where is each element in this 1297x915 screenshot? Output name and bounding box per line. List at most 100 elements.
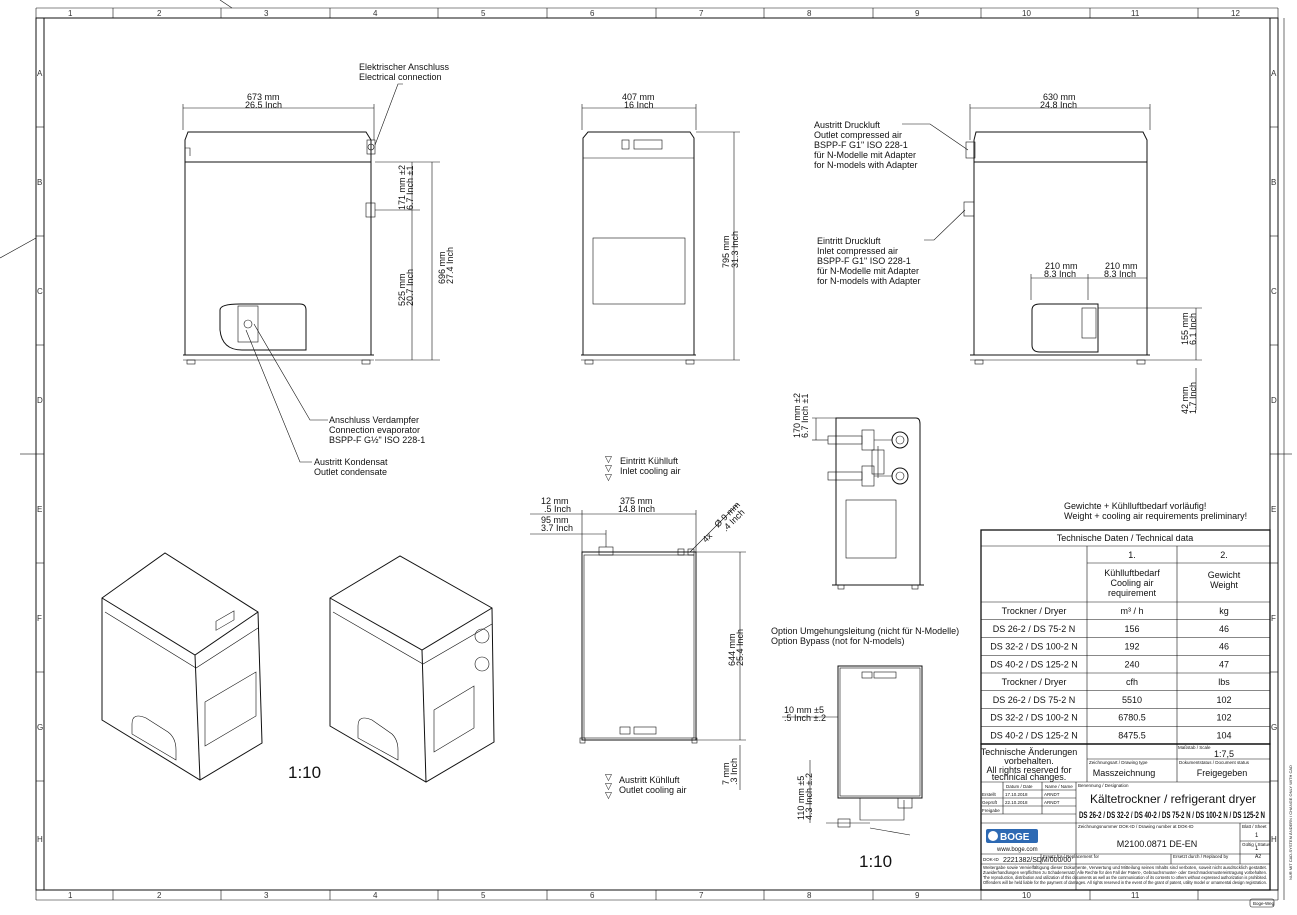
grid-row-label: A xyxy=(1271,69,1277,78)
dim-42: 42 mm xyxy=(1180,386,1190,414)
table-cell: 46 xyxy=(1219,642,1229,652)
dim-375: 375 mm xyxy=(620,496,653,506)
dim-width-inch: 16 Inch xyxy=(624,100,654,110)
outlet-air-label: Outlet compressed air xyxy=(814,130,902,140)
dim-696-inch: 27.4 Inch xyxy=(445,247,455,284)
dim-525: 525 mm xyxy=(397,273,407,306)
logo-text: BOGE xyxy=(1000,832,1030,843)
table-row-label: DS 32-2 / DS 100-2 N xyxy=(990,713,1078,723)
scale-value: 1:7,5 xyxy=(1214,749,1234,759)
condensate-label: Austritt Kondensat xyxy=(314,457,388,467)
table-row-label: Trockner / Dryer xyxy=(1002,606,1067,616)
grid-row-label: D xyxy=(37,396,43,405)
col-header: Gewicht xyxy=(1208,570,1241,580)
table-cell: 240 xyxy=(1124,659,1139,669)
back-detail-view: 170 mm ±2 6.7 Inch ±1 xyxy=(792,393,924,590)
table-row-label: Trockner / Dryer xyxy=(1002,677,1067,687)
dim-795: 795 mm xyxy=(721,235,731,268)
evaporator-label: BSPP-F G½" ISO 228-1 xyxy=(329,435,425,445)
legal-text: Zuwiderhandlungen verpflichten zu Schade… xyxy=(983,870,1267,875)
iso-scale: 1:10 xyxy=(288,763,321,782)
dim-12-inch: .5 Inch xyxy=(544,504,571,514)
grid-col-label: 7 xyxy=(699,891,704,900)
dim-width: 673 mm xyxy=(247,92,280,102)
preliminary-note: Weight + cooling air requirements prelim… xyxy=(1064,511,1247,521)
table-row-label: DS 26-2 / DS 75-2 N xyxy=(993,624,1076,634)
table-row-label: DS 40-2 / DS 125-2 N xyxy=(990,730,1078,740)
grid-col-label: 6 xyxy=(590,9,595,18)
drawing-type-label: Zeichnungsart / Drawing type xyxy=(1089,760,1148,765)
side-view: 407 mm 16 Inch 795 mm 31.3 Inch xyxy=(581,92,740,365)
dok-id-label: DOK-ID xyxy=(983,857,1000,862)
grid-columns: 1 2 3 4 5 6 7 8 9 10 11 12 1 2 3 4 5 6 7… xyxy=(68,8,1240,900)
grid-row-label: H xyxy=(1271,835,1277,844)
dim-110: 110 mm ±5 xyxy=(796,776,806,820)
grid-rows: A B C D E F G H A B C D E F G H xyxy=(20,69,1292,844)
rear-view: 630 mm 24.8 Inch Austritt Druckluft Outl… xyxy=(814,92,1202,414)
corner-label: Boge-Weg xyxy=(1253,901,1275,906)
dim-10-inch: .5 Inch ±.2 xyxy=(784,713,826,723)
sheet-of: 1 xyxy=(1255,846,1259,852)
table-cell: 192 xyxy=(1124,642,1139,652)
dim-width: 630 mm xyxy=(1043,92,1076,102)
dim-170: 170 mm ±2 xyxy=(792,393,802,438)
bypass-label: Option Bypass (not for N-models) xyxy=(771,636,905,646)
col-header: Kühlluftbedarf xyxy=(1104,568,1160,578)
table-cell: m³ / h xyxy=(1120,606,1143,616)
top-view: ▽ ▽ ▽ Eintritt Kühlluft Inlet cooling ai… xyxy=(530,454,747,800)
changes-note: All rights reserved for xyxy=(986,765,1071,775)
front-view: 673 mm 26.5 Inch Elektrischer Anschluss … xyxy=(182,62,455,477)
col-number: 2. xyxy=(1220,550,1228,560)
title-row-cell: Freigabe xyxy=(982,808,1000,813)
arrow-down-icon: ▽ xyxy=(605,790,612,800)
isometric-views: 1:10 xyxy=(101,552,495,783)
designation: Kältetrockner / refrigerant dryer xyxy=(1090,792,1256,806)
grid-col-label: 2 xyxy=(157,9,162,18)
arrow-down-icon: ▽ xyxy=(605,472,612,482)
dim-holes-count: 4x xyxy=(700,530,714,544)
inlet-air-label: Eintritt Druckluft xyxy=(817,236,881,246)
bypass-label: Option Umgehungsleitung (nicht für N-Mod… xyxy=(771,626,959,636)
inlet-cooling-label: Inlet cooling air xyxy=(620,466,681,476)
dim-7-inch: .3 Inch xyxy=(729,758,739,785)
sheet-label: Blatt / Sheet xyxy=(1242,824,1267,829)
tech-data-table: Technische Daten / Technical data 1. 2. … xyxy=(980,529,1271,745)
replaced-for-label: Ersatz für / Replacement for xyxy=(1043,854,1100,859)
table-row-label: DS 32-2 / DS 100-2 N xyxy=(990,642,1078,652)
dim-95: 95 mm xyxy=(541,515,569,525)
title-row-cell: 17.10.2018 xyxy=(1005,792,1028,797)
doc-status: Freigegeben xyxy=(1197,768,1248,778)
grid-row-label: E xyxy=(37,505,42,514)
inlet-air-label: Inlet compressed air xyxy=(817,246,898,256)
arrow-down-icon: ▽ xyxy=(605,781,612,791)
outlet-air-label: Austritt Druckluft xyxy=(814,120,881,130)
col-header: Weight xyxy=(1210,580,1238,590)
release-label: Gültig / Status xyxy=(1242,842,1271,847)
dim-795-inch: 31.3 Inch xyxy=(730,231,740,268)
grid-row-label: B xyxy=(1271,178,1276,187)
title-block: Technische Änderungen vorbehalten. All r… xyxy=(980,743,1271,891)
grid-col-label: 11 xyxy=(1131,9,1140,18)
dim-width: 407 mm xyxy=(622,92,655,102)
changes-note: technical changes. xyxy=(992,772,1067,782)
sheet-number: 1 xyxy=(1255,833,1259,839)
grid-row-label: A xyxy=(37,69,43,78)
grid-col-label: 8 xyxy=(807,9,812,18)
grid-col-label: 1 xyxy=(68,891,73,900)
electrical-label: Elektrischer Anschluss xyxy=(359,62,450,72)
table-cell: 46 xyxy=(1219,624,1229,634)
grid-row-label: C xyxy=(37,287,43,296)
side-strip-text: NUR MIT CAD-SYSTEM ÄNDERN / CHANGE ONLY … xyxy=(1288,765,1293,880)
condensate-label: Outlet condensate xyxy=(314,467,387,477)
dim-7: 7 mm xyxy=(721,763,731,786)
grid-col-label: 12 xyxy=(1231,9,1240,18)
grid-col-label: 3 xyxy=(264,891,269,900)
grid-row-label: C xyxy=(1271,287,1277,296)
name-label: Name / Name xyxy=(1045,784,1073,789)
table-cell: 102 xyxy=(1216,713,1231,723)
dim-644: 644 mm xyxy=(727,633,737,666)
dim-12: 12 mm xyxy=(541,496,569,506)
dim-210a-inch: 8.3 Inch xyxy=(1044,269,1076,279)
